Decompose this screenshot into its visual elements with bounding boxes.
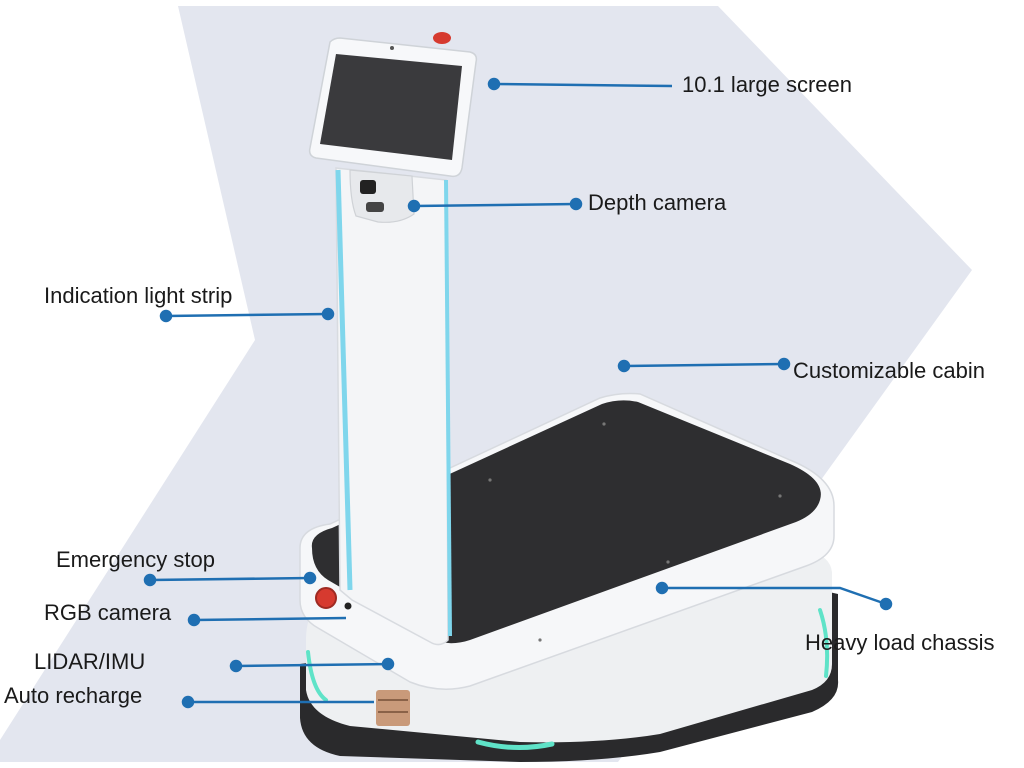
- recharge-contacts: [376, 690, 410, 726]
- leader-dot: [229, 659, 243, 673]
- leader-light-strip: [165, 312, 329, 318]
- leader-dot: [617, 359, 631, 373]
- chassis-glow-left: [306, 650, 328, 702]
- leader-dot: [303, 571, 317, 585]
- leader-dot: [777, 357, 791, 371]
- depth-camera-lens: [360, 180, 376, 194]
- label-light-strip: Indication light strip: [44, 283, 233, 308]
- leader-chassis: [662, 586, 887, 606]
- chassis-glow-right: [818, 608, 830, 678]
- column-body: [335, 167, 449, 646]
- plate-screw: [778, 494, 782, 498]
- screen-camera-dot: [390, 46, 394, 50]
- label-emergency-stop: Emergency stop: [56, 547, 215, 572]
- emergency-stop-button: [315, 587, 337, 609]
- leader-screen: [493, 82, 673, 88]
- leader-dot: [321, 307, 335, 321]
- leader-lines: [143, 77, 893, 709]
- leader-dot: [159, 309, 173, 323]
- label-screen: 10.1 large screen: [682, 72, 852, 97]
- leader-cabin: [623, 362, 785, 368]
- leader-dot: [187, 613, 201, 627]
- chassis-glow-front: [475, 739, 555, 751]
- column-light-strip: [335, 169, 353, 591]
- leader-dot: [655, 581, 669, 595]
- label-auto-recharge: Auto recharge: [4, 683, 143, 708]
- leader-dot: [487, 77, 501, 91]
- top-red-button: [433, 32, 451, 44]
- plate-screw: [602, 422, 606, 426]
- label-rgb-camera: RGB camera: [44, 600, 172, 625]
- label-cabin: Customizable cabin: [793, 358, 985, 383]
- label-depth-camera: Depth camera: [588, 190, 727, 215]
- leader-lidar-imu: [235, 662, 389, 668]
- screen-display: [320, 54, 462, 160]
- leader-rgb-camera: [193, 616, 347, 622]
- plate-screw: [488, 478, 492, 482]
- robot-illustration: [299, 32, 839, 762]
- leader-dot: [879, 597, 893, 611]
- leader-dot: [181, 695, 195, 709]
- leader-dot: [381, 657, 395, 671]
- leader-dot: [143, 573, 157, 587]
- rgb-camera-lens: [344, 602, 352, 610]
- leader-dot: [569, 197, 583, 211]
- column-light-strip-right: [444, 179, 452, 637]
- leader-depth-camera: [413, 202, 577, 208]
- leader-dot: [407, 199, 421, 213]
- label-chassis: Heavy load chassis: [805, 630, 995, 655]
- label-lidar-imu: LIDAR/IMU: [34, 649, 146, 674]
- leader-emergency-stop: [149, 576, 311, 582]
- plate-screw: [538, 638, 542, 642]
- depth-camera-sensor: [366, 202, 384, 212]
- depth-camera-module: [349, 169, 415, 223]
- plate-screw: [666, 560, 670, 564]
